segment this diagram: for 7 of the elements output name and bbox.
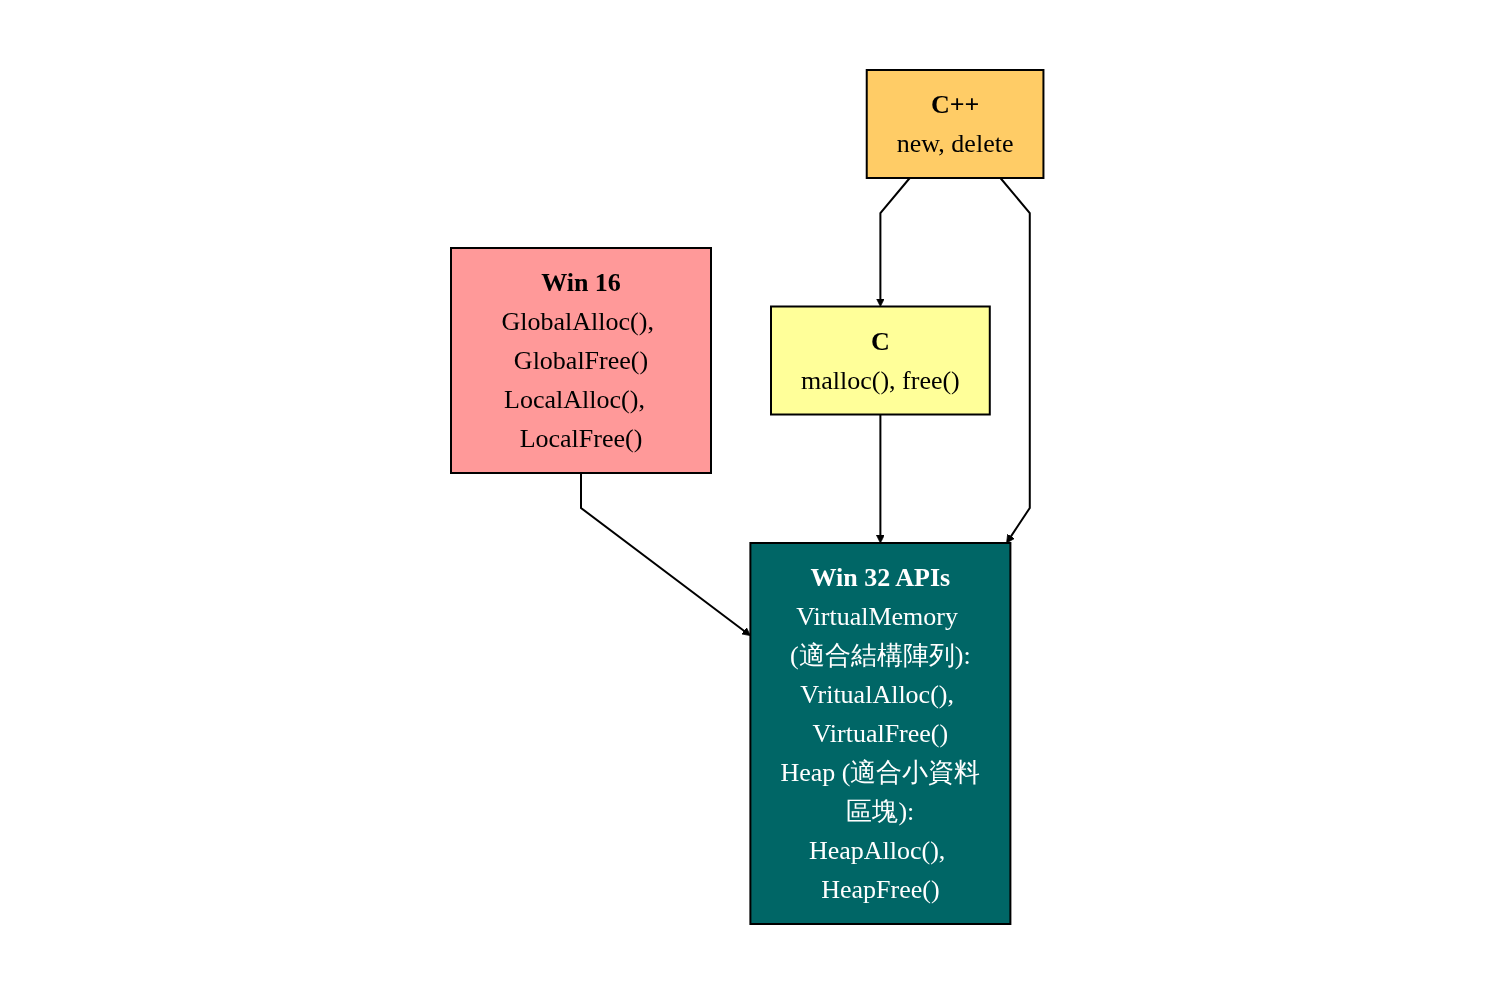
node-box: C++ new, delete xyxy=(866,69,1045,179)
node-box: Win 32 APIs VirtualMemory (適合結構陣列): VritualAlloc(), VirtualFree() Heap (適合小資料區塊): HeapAlloc(), HeapFree() xyxy=(749,542,1012,925)
arrow xyxy=(999,177,1032,544)
node-box: C malloc(), free() xyxy=(770,305,992,416)
arrow xyxy=(876,177,912,307)
node-box: Win 16 GlobalAlloc(), GlobalFree() LocalAlloc(), LocalFree() xyxy=(450,247,713,474)
arrow xyxy=(876,413,886,544)
